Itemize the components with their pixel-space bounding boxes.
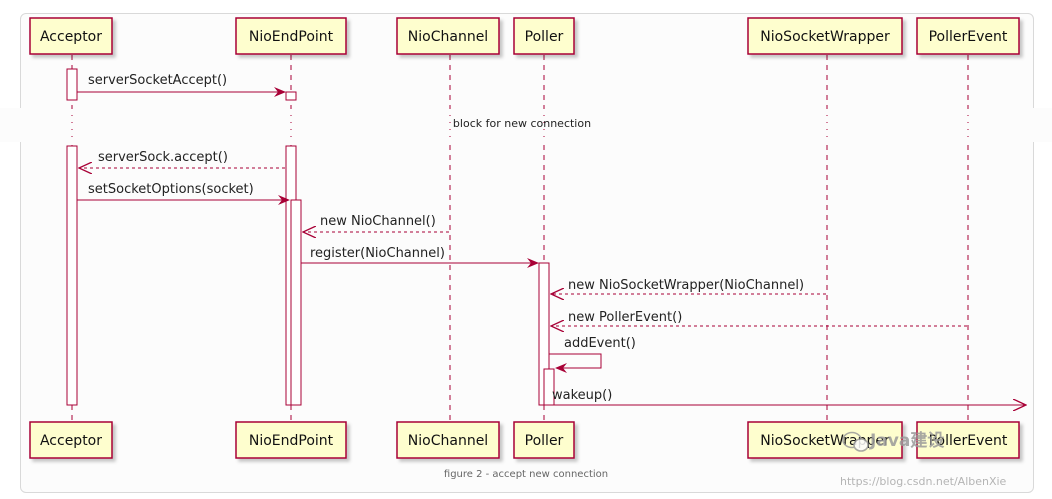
activation-nioendpoint-3 — [290, 199, 302, 406]
message-2: serverSock.accept() — [79, 150, 285, 168]
participant-nioendpoint: NioEndPoint — [235, 17, 347, 55]
message-label: new NioChannel() — [320, 214, 436, 229]
participant-acceptor-bottom: Acceptor — [29, 421, 113, 459]
svg-text:NioEndPoint: NioEndPoint — [249, 29, 334, 45]
message-5: register(NioChannel) — [301, 246, 539, 268]
participant-acceptor: Acceptor — [29, 17, 113, 55]
svg-text:PollerEvent: PollerEvent — [929, 433, 1008, 449]
message-label: register(NioChannel) — [310, 246, 445, 261]
svg-text:Acceptor: Acceptor — [40, 433, 102, 449]
message-label: setSocketOptions(socket) — [88, 182, 254, 197]
participants-top: Acceptor NioEndPoint NioChannel Poller N… — [29, 17, 1020, 55]
svg-text:NioChannel: NioChannel — [408, 433, 488, 449]
message-label: new NioSocketWrapper(NioChannel) — [568, 278, 804, 293]
participant-niochannel-bottom: NioChannel — [396, 421, 500, 459]
participant-pollerevent: PollerEvent — [916, 17, 1020, 55]
divider-dots — [71, 108, 969, 142]
svg-text:NioSocketWrapper: NioSocketWrapper — [760, 29, 890, 45]
message-label: addEvent() — [564, 336, 636, 351]
participant-poller-bottom: Poller — [513, 421, 575, 459]
svg-text:Poller: Poller — [525, 29, 564, 45]
participant-niosocketwrapper: NioSocketWrapper — [747, 17, 903, 55]
divider-band — [0, 108, 1052, 142]
message-7: new PollerEvent() — [551, 310, 967, 326]
message-label: wakeup() — [552, 388, 612, 403]
message-9: wakeup() — [552, 388, 1026, 405]
message-8: addEvent() — [549, 336, 636, 373]
activation-poller-2 — [543, 368, 555, 406]
participant-pollerevent-bottom: PollerEvent — [916, 421, 1020, 459]
svg-text:Poller: Poller — [525, 433, 564, 449]
message-4: new NioChannel() — [303, 214, 449, 232]
activation-acceptor-2 — [66, 145, 78, 406]
watermark-brand: Java建设 — [869, 430, 944, 451]
message-label: serverSock.accept() — [98, 150, 228, 165]
message-6: new NioSocketWrapper(NioChannel) — [551, 278, 826, 294]
activation-nioendpoint-1 — [285, 91, 297, 101]
watermark: Java建设 https://blog.csdn.net/AlbenXie — [840, 430, 1007, 488]
participant-niosocketwrapper-bottom: NioSocketWrapper — [747, 421, 903, 459]
participant-poller: Poller — [513, 17, 575, 55]
figure-caption: figure 2 - accept new connection — [444, 469, 608, 480]
participants-bottom: Acceptor NioEndPoint NioChannel Poller N… — [29, 421, 1020, 459]
svg-text:Acceptor: Acceptor — [40, 29, 102, 45]
message-label: serverSocketAccept() — [88, 73, 227, 88]
participant-nioendpoint-bottom: NioEndPoint — [235, 421, 347, 459]
participant-niochannel: NioChannel — [396, 17, 500, 55]
message-3: setSocketOptions(socket) — [77, 182, 290, 205]
messages: serverSocketAccept() serverSock.accept()… — [77, 73, 1026, 405]
activations — [66, 68, 555, 406]
message-1: serverSocketAccept() — [77, 73, 286, 97]
wechat-icon — [842, 431, 869, 452]
diagram-frame — [20, 13, 1034, 493]
watermark-url: https://blog.csdn.net/AlbenXie — [840, 475, 1007, 488]
activation-acceptor-1 — [66, 68, 78, 101]
divider-label: block for new connection — [453, 117, 591, 130]
svg-text:PollerEvent: PollerEvent — [929, 29, 1008, 45]
message-label: new PollerEvent() — [568, 310, 682, 325]
svg-text:NioChannel: NioChannel — [408, 29, 488, 45]
svg-text:NioEndPoint: NioEndPoint — [249, 433, 334, 449]
